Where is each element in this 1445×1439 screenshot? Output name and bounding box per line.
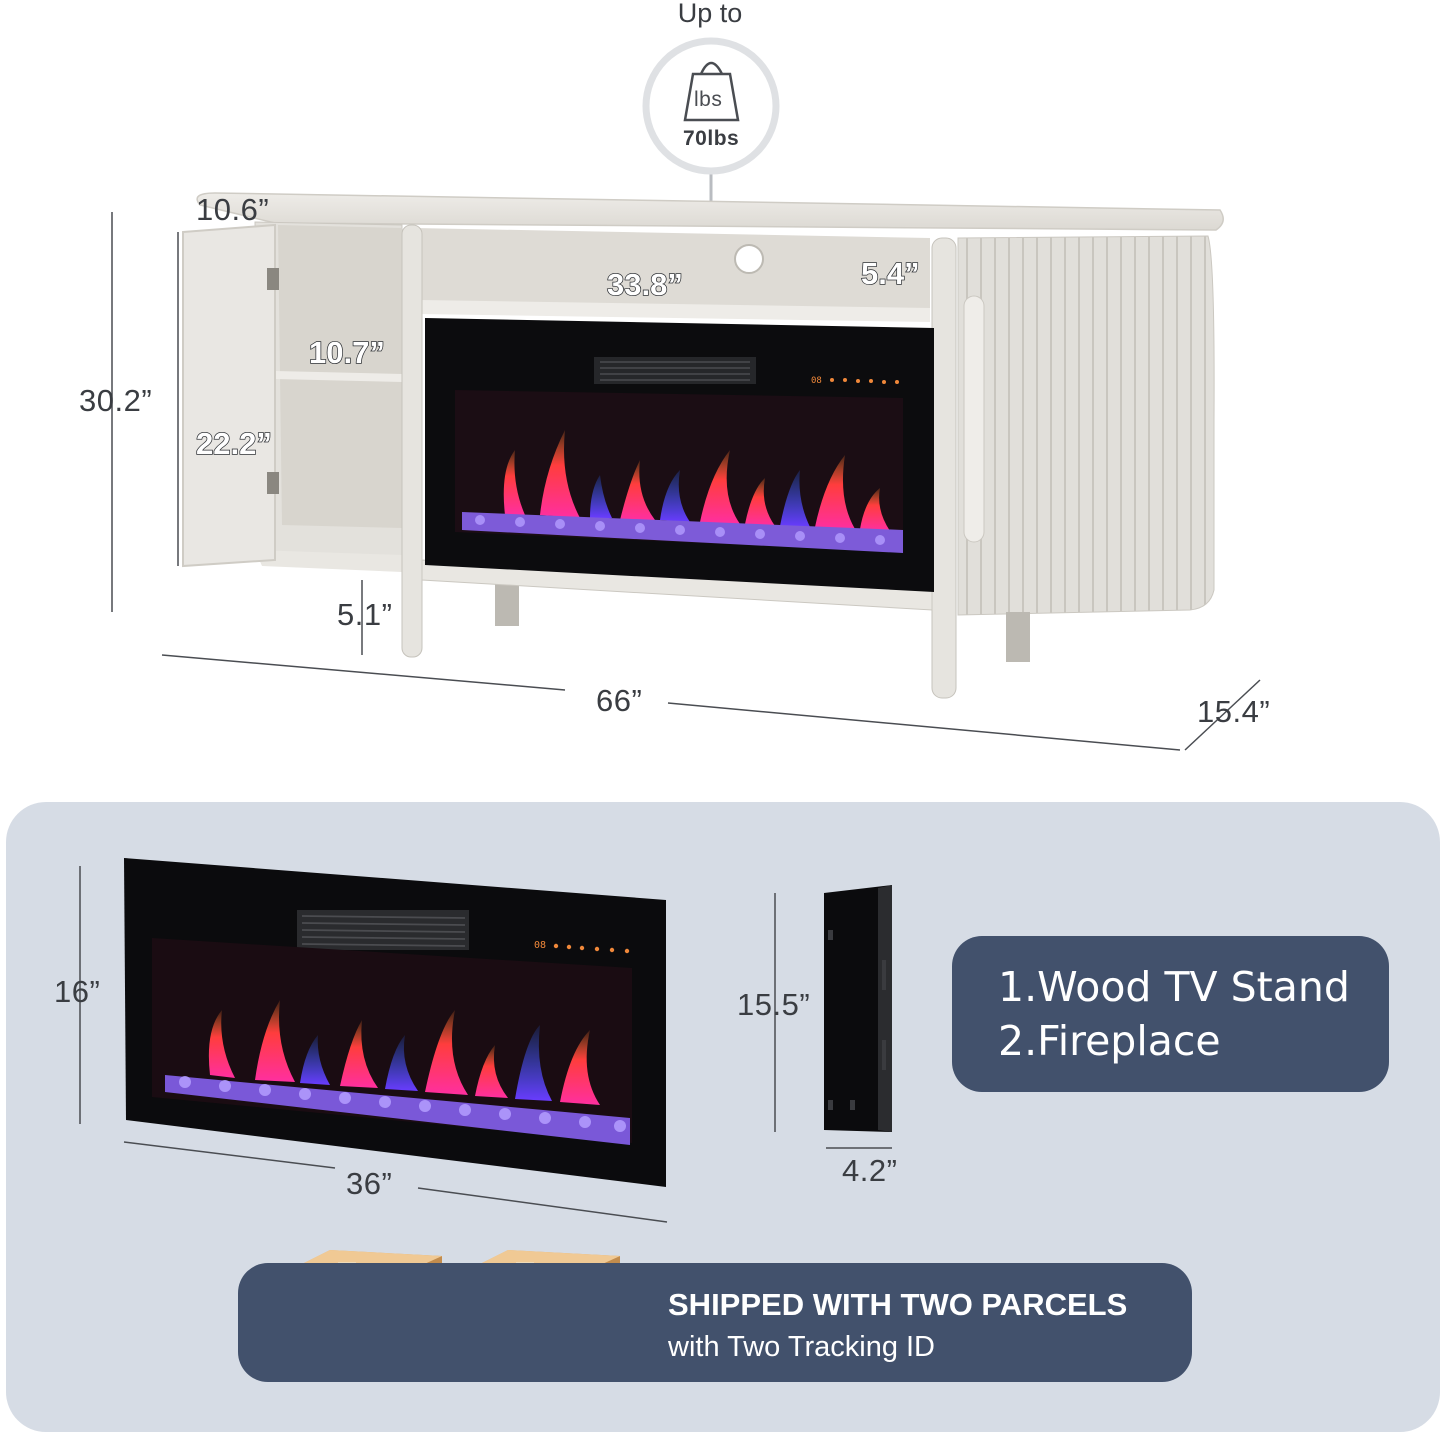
leg-height-label: 5.1” bbox=[337, 597, 393, 632]
weight-bag-icon bbox=[683, 72, 740, 122]
stand-flames bbox=[503, 430, 890, 531]
shipping-subtitle: with Two Tracking ID bbox=[668, 1331, 936, 1363]
fireplace-flames bbox=[208, 1000, 600, 1105]
cabinet-shelf-depth-label: 10.7” bbox=[308, 334, 385, 371]
fireplace-height-label: 16” bbox=[54, 974, 101, 1009]
cabinet-height-label: 22.2” bbox=[195, 425, 272, 462]
overall-height-label: 30.2” bbox=[79, 383, 153, 418]
stand-display-readout: 08 bbox=[811, 376, 822, 386]
fireplace-front: 08 bbox=[124, 858, 666, 1187]
weight-heading: Up to bbox=[677, 0, 743, 28]
door-depth-label: 10.6” bbox=[196, 192, 270, 227]
included-items-badge: 1.Wood TV Stand 2.Fireplace bbox=[952, 936, 1389, 1092]
stand-fireplace-insert: 08 bbox=[425, 318, 934, 592]
included-item: 2.Fireplace bbox=[998, 1017, 1221, 1065]
overall-depth-label: 15.4” bbox=[1197, 694, 1271, 729]
fireplace-dimension-lines bbox=[79, 866, 892, 1223]
overall-width-label: 66” bbox=[596, 683, 643, 718]
shipping-banner: SHIPPED WITH TWO PARCELS with Two Tracki… bbox=[238, 1263, 1192, 1382]
fireplace-side-height-label: 15.5” bbox=[737, 987, 811, 1022]
stand-dimension-lines bbox=[111, 212, 1261, 751]
included-item: 1.Wood TV Stand bbox=[998, 963, 1350, 1011]
fireplace-side bbox=[824, 885, 892, 1132]
shipping-title: SHIPPED WITH TWO PARCELS bbox=[668, 1287, 1128, 1322]
fireplace-display-readout: 08 bbox=[534, 940, 546, 951]
shelf-width-label: 33.8” bbox=[606, 266, 683, 303]
fireplace-depth-label: 4.2” bbox=[842, 1153, 898, 1188]
weight-capacity: 70lbs bbox=[683, 127, 740, 150]
tv-stand-illustration: 08 bbox=[111, 37, 1261, 751]
shelf-height-label: 5.4” bbox=[860, 255, 920, 292]
weight-capacity-badge bbox=[642, 37, 780, 205]
fireplace-width-label: 36” bbox=[346, 1166, 393, 1201]
weight-icon-unit: lbs bbox=[694, 88, 723, 111]
